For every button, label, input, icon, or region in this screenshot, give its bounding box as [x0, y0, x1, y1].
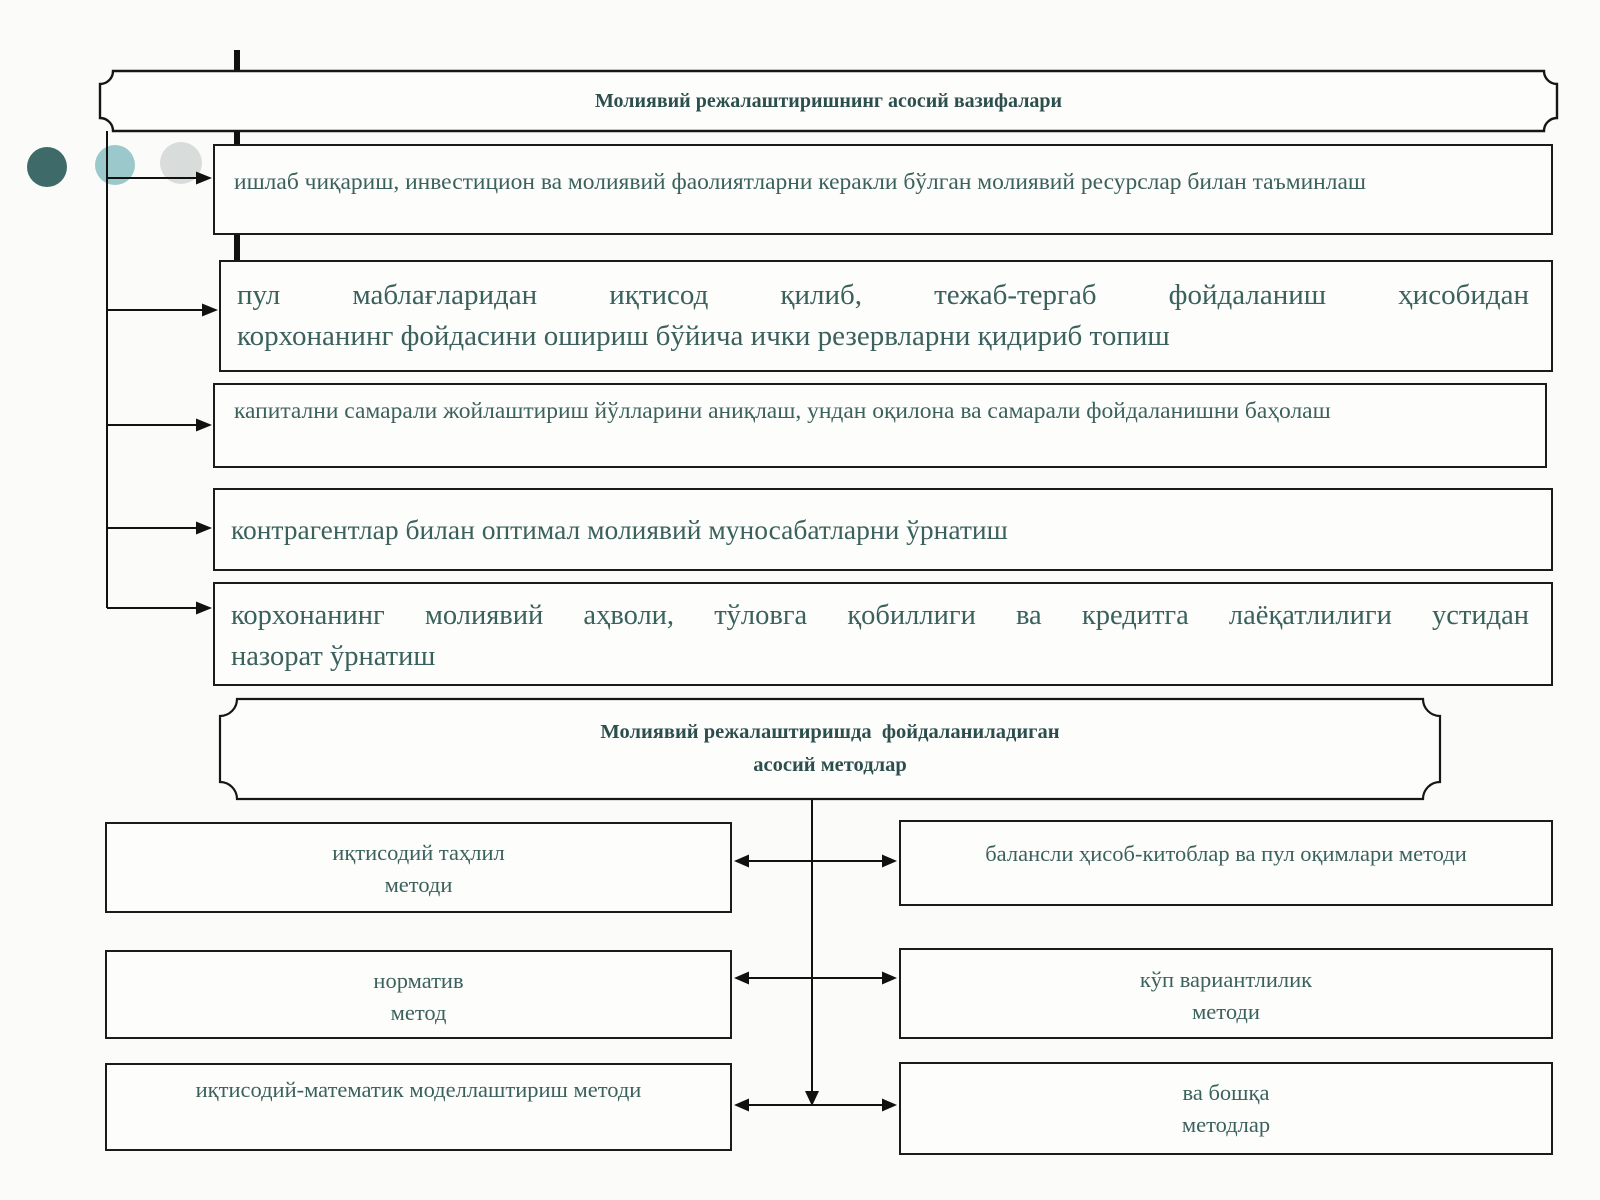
double-arrow-row-3: [734, 1098, 897, 1112]
method-box-multivariant: кўп вариантлилик методи: [899, 948, 1553, 1039]
task-text: контрагентлар билан оптимал молиявий мун…: [231, 513, 1008, 545]
arrow-task-4: [107, 521, 212, 535]
methods-banner: Молиявий режалаштиришда фойдаланиладиган…: [218, 697, 1442, 801]
stub-above-banner: [234, 50, 240, 71]
task-text-line1: пул маблағларидан иқтисод қилиб, тежаб-т…: [237, 279, 1529, 311]
method-box-econ-math-modeling: иқтисодий-математик моделлаштириш методи: [105, 1063, 732, 1151]
method-text-line1: кўп вариантлилик: [1139, 967, 1313, 992]
method-text-line2: методлар: [1181, 1111, 1271, 1137]
double-arrow-row-2: [734, 971, 897, 985]
tasks-banner-title: Молиявий режалаштиришнинг асосий вазифал…: [594, 89, 1063, 112]
method-text-line1: балансли ҳисоб-китоблар ва пул оқимлари …: [985, 841, 1467, 866]
method-box-balance-calculations: балансли ҳисоб-китоблар ва пул оқимлари …: [899, 820, 1553, 906]
method-text-line1: ва бошқа: [1182, 1080, 1270, 1105]
bullet-circle-teal: [95, 145, 135, 185]
methods-banner-title: Молиявий режалаштиришда фойдаланиладиган…: [220, 699, 1440, 799]
method-text-line2: методи: [384, 871, 453, 897]
task-text: капитални самарали жойлаштириш йўлларини…: [234, 398, 1331, 424]
tasks-banner: Молиявий режалаштиришнинг асосий вазифал…: [98, 69, 1559, 133]
center-trunk-arrow: [805, 799, 819, 1106]
task-box-financial-control: корхонанинг молиявий аҳволи, тўловга қоб…: [213, 582, 1553, 686]
bullet-circle-gray: [160, 142, 202, 184]
methods-banner-line2: асосий методлар: [753, 754, 907, 776]
method-box-normative: норматив метод: [105, 950, 732, 1039]
plaque-shape: [98, 69, 1559, 133]
method-text-line2: метод: [390, 999, 447, 1025]
task-text-line2: назорат ўрнатиш: [231, 641, 436, 673]
method-text-line1: иқтисодий таҳлил: [332, 840, 505, 865]
task-text: ишлаб чиқариш, инвестицион ва молиявий ф…: [234, 169, 1366, 195]
task-box-resources: ишлаб чиқариш, инвестицион ва молиявий ф…: [213, 144, 1553, 235]
bullet-circle-dark: [27, 147, 67, 187]
stub-box1-to-box2: [234, 235, 240, 260]
plaque-shape: [218, 697, 1442, 801]
task-box-counterparty-relations: контрагентлар билан оптимал молиявий мун…: [213, 488, 1553, 571]
arrow-task-2: [107, 303, 218, 317]
arrow-task-3: [107, 418, 212, 432]
task-text-line1: корхонанинг молиявий аҳволи, тўловга қоб…: [231, 600, 1529, 631]
double-arrow-row-1: [734, 854, 897, 868]
task-box-capital-placement: капитални самарали жойлаштириш йўлларини…: [213, 383, 1547, 468]
method-box-economic-analysis: иқтисодий таҳлил методи: [105, 822, 732, 913]
arrow-task-5: [107, 601, 212, 615]
stub-banner-to-box1: [234, 131, 240, 144]
methods-banner-line1: Молиявий режалаштиришда фойдаланиладиган: [600, 720, 1060, 743]
task-text-line2: корхонанинг фойдасини ошириш бўйича ички…: [237, 319, 1170, 352]
method-text-line1: иқтисодий-математик моделлаштириш методи: [195, 1077, 642, 1102]
method-text-line1: норматив: [373, 968, 464, 993]
method-text-line2: методи: [1192, 998, 1260, 1024]
task-box-internal-reserves: пул маблағларидан иқтисод қилиб, тежаб-т…: [219, 260, 1553, 372]
method-box-other-methods: ва бошқа методлар: [899, 1062, 1553, 1155]
